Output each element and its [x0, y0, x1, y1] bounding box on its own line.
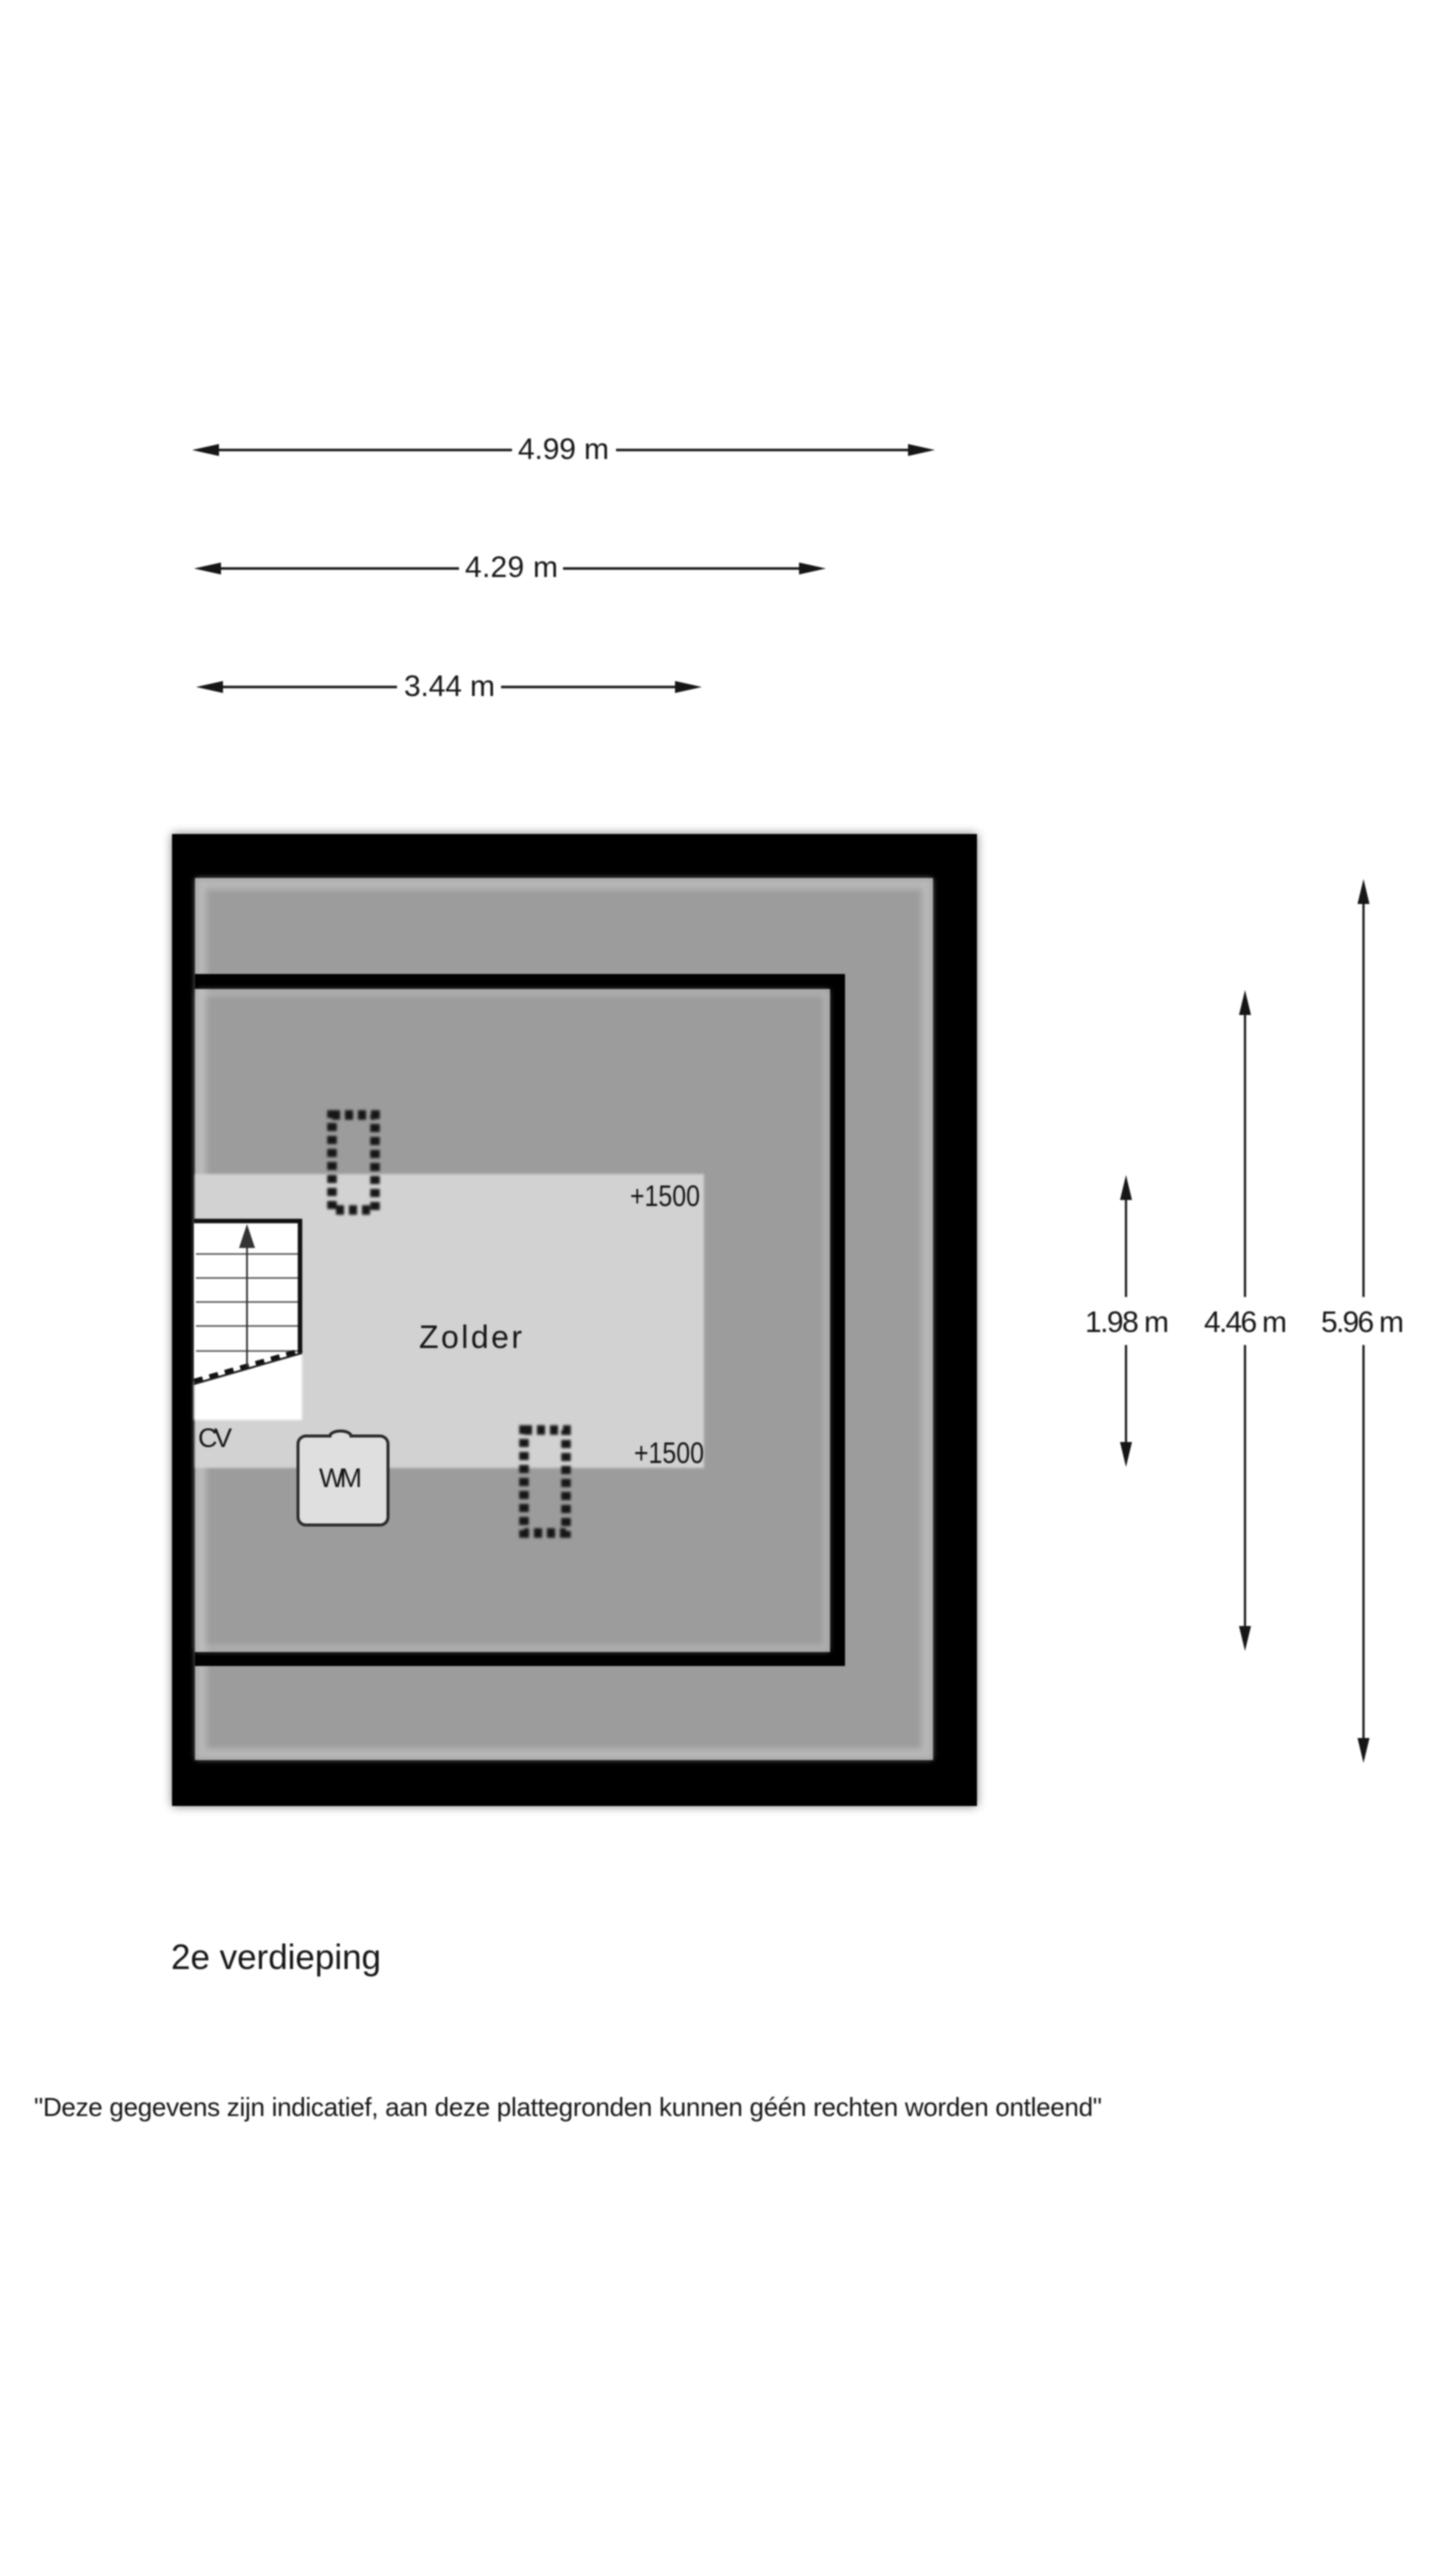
svg-text:2e verdieping: 2e verdieping — [171, 1938, 381, 1977]
svg-text:"Deze gegevens zijn indicatief: "Deze gegevens zijn indicatief, aan deze… — [34, 2092, 1102, 2122]
svg-text:+1500: +1500 — [634, 1437, 704, 1470]
svg-text:+1500: +1500 — [630, 1180, 700, 1213]
svg-text:5.96 m: 5.96 m — [1321, 1306, 1404, 1339]
svg-text:CV: CV — [198, 1423, 232, 1453]
svg-text:4.29 m: 4.29 m — [465, 551, 558, 584]
svg-text:4.46 m: 4.46 m — [1204, 1306, 1287, 1339]
svg-text:3.44 m: 3.44 m — [404, 670, 495, 703]
svg-text:1.98 m: 1.98 m — [1085, 1306, 1169, 1339]
svg-text:WM: WM — [319, 1463, 362, 1493]
svg-text:4.99 m: 4.99 m — [518, 433, 609, 466]
svg-text:Zolder: Zolder — [419, 1319, 522, 1355]
